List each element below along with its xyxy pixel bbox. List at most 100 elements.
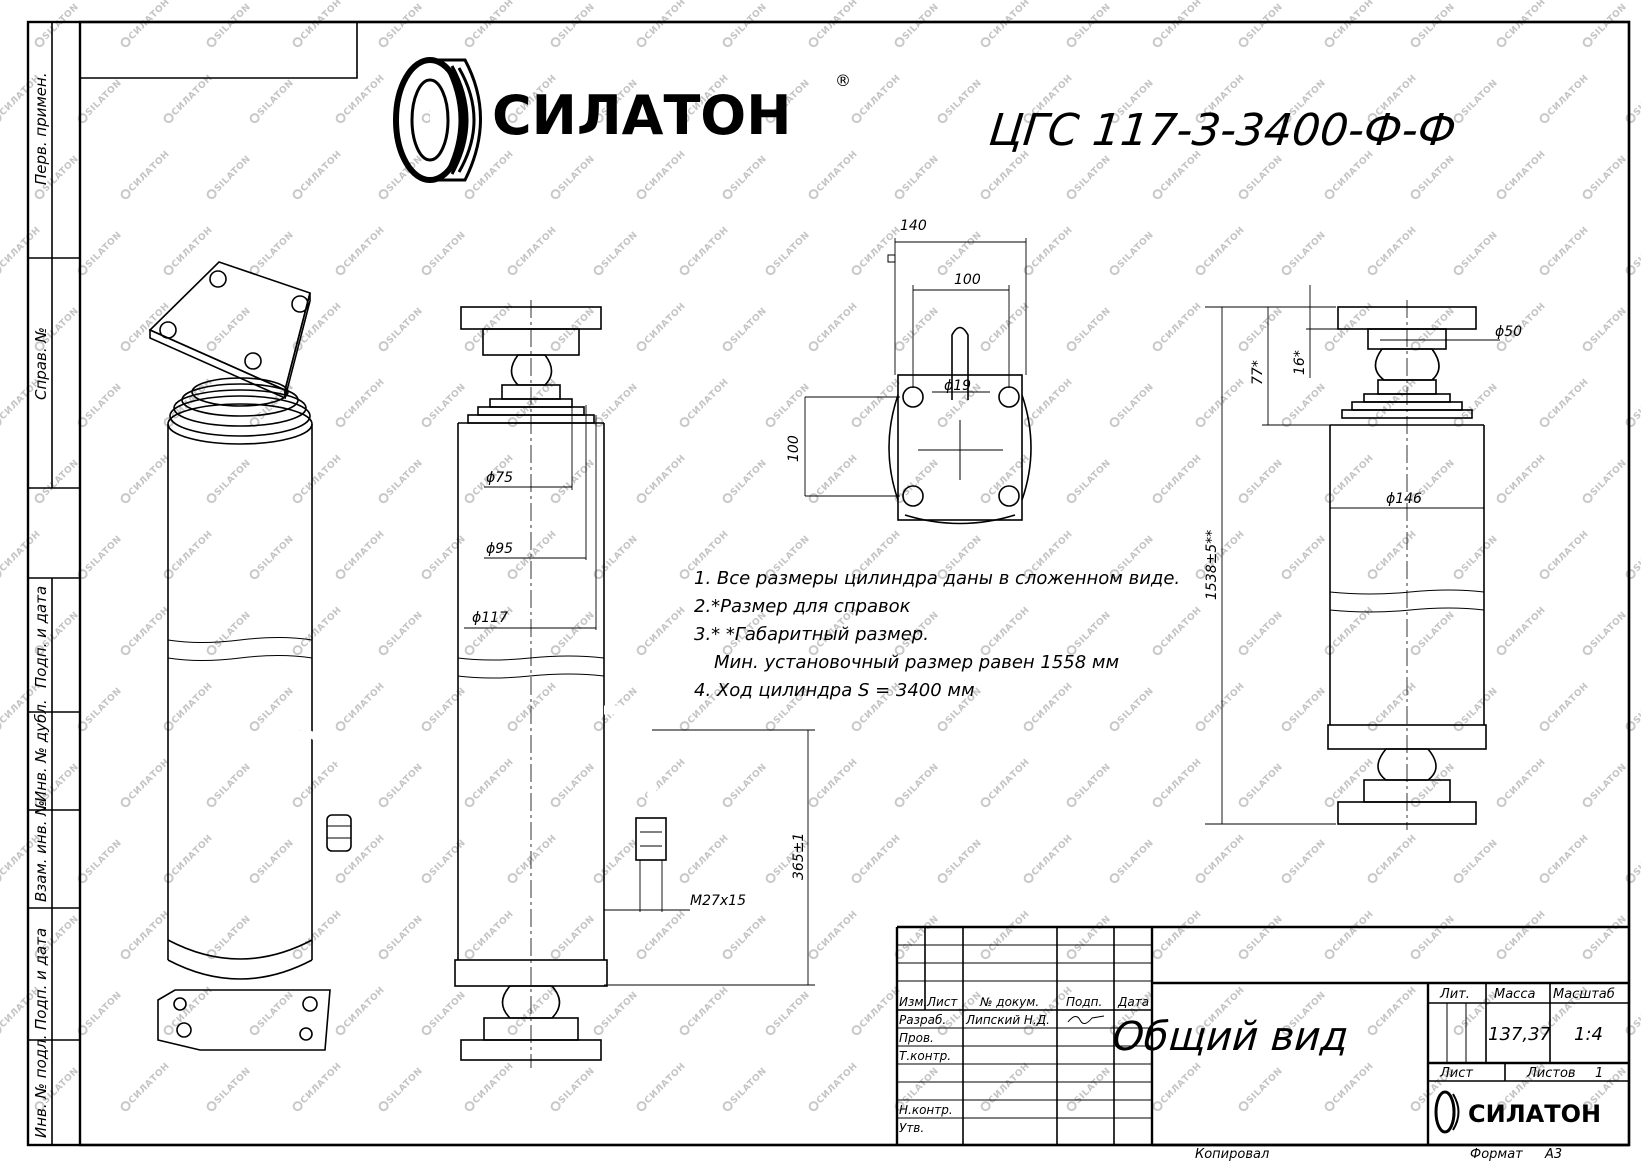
watermark-tire-icon xyxy=(120,645,131,656)
watermark-tire-icon xyxy=(421,721,432,732)
watermark-mark: СИЛАТОН xyxy=(120,149,172,200)
watermark-tire-icon xyxy=(292,797,303,808)
watermark-mark: СИЛАТОН xyxy=(808,301,860,352)
watermark-mark: SILATON xyxy=(77,382,124,428)
watermark-tire-icon xyxy=(507,265,518,276)
watermark-mark: SILATON xyxy=(722,762,769,808)
watermark-tire-icon xyxy=(1281,1025,1292,1036)
watermark-tire-icon xyxy=(808,949,819,960)
watermark-text: SILATON xyxy=(385,610,425,650)
watermark-tire-icon xyxy=(808,341,819,352)
watermark-tire-icon xyxy=(593,1025,604,1036)
watermark-text: СИЛАТОН xyxy=(1374,225,1419,270)
watermark-mark: SILATON xyxy=(206,762,253,808)
tb-header-doc-no: № докум. xyxy=(979,995,1039,1009)
watermark-mark: SILATON xyxy=(1625,78,1641,124)
front-view-dimension-text: ϕ75 ϕ95 ϕ117 M27x15 365±1 xyxy=(472,470,807,909)
watermark-text: СИЛАТОН xyxy=(1202,377,1247,422)
watermark-mark: SILATON xyxy=(937,230,984,276)
watermark-text: СИЛАТОН xyxy=(514,985,559,1030)
watermark-tire-icon xyxy=(1367,569,1378,580)
watermark-text: СИЛАТОН xyxy=(1030,833,1075,878)
watermark-text: СИЛАТОН xyxy=(815,453,860,498)
watermark-tire-icon xyxy=(120,949,131,960)
watermark-mark: СИЛАТОН xyxy=(335,681,387,732)
watermark-mark: СИЛАТОН xyxy=(507,225,559,276)
margin-label-podp-data-1: Подп. и дата xyxy=(32,586,50,688)
watermark-mark: SILATON xyxy=(249,230,296,276)
watermark-mark: SILATON xyxy=(1238,2,1285,48)
watermark-text: СИЛАТОН xyxy=(686,833,731,878)
watermark-tire-icon xyxy=(679,265,690,276)
watermark-text: SILATON xyxy=(1245,610,1285,650)
watermark-tire-icon xyxy=(851,417,862,428)
watermark-tire-icon xyxy=(1496,37,1507,48)
watermark-text: СИЛАТОН xyxy=(0,529,43,574)
watermark-tire-icon xyxy=(507,113,518,124)
watermark-tire-icon xyxy=(335,113,346,124)
cylinder-top-view xyxy=(804,238,1032,525)
watermark-tire-icon xyxy=(1066,797,1077,808)
watermark-mark: SILATON xyxy=(77,534,124,580)
watermark-mark: СИЛАТОН xyxy=(679,833,731,884)
watermark-tire-icon xyxy=(937,721,948,732)
watermark-tire-icon xyxy=(1066,493,1077,504)
note-3: 3.* *Габаритный размер. xyxy=(694,624,929,645)
watermark-tire-icon xyxy=(1410,645,1421,656)
watermark-text: СИЛАТОН xyxy=(1374,681,1419,726)
watermark-text: SILATON xyxy=(1116,838,1156,878)
watermark-tire-icon xyxy=(1410,797,1421,808)
watermark-tire-icon xyxy=(421,569,432,580)
watermark-mark: СИЛАТОН xyxy=(636,909,688,960)
watermark-tire-icon xyxy=(1109,721,1120,732)
watermark-mark: SILATON xyxy=(1582,914,1629,960)
watermark-text: СИЛАТОН xyxy=(1159,757,1204,802)
watermark-tire-icon xyxy=(378,949,389,960)
watermark-mark: СИЛАТОН xyxy=(1367,225,1419,276)
watermark-text: СИЛАТОН xyxy=(342,681,387,726)
watermark-text: SILATON xyxy=(1245,1066,1285,1106)
watermark-tire-icon xyxy=(1152,949,1163,960)
watermark-text: СИЛАТОН xyxy=(471,909,516,954)
watermark-text: SILATON xyxy=(428,382,468,422)
watermark-mark: СИЛАТОН xyxy=(1023,377,1075,428)
tb-role-nkontr: Н.контр. xyxy=(899,1103,953,1117)
watermark-mark: SILATON xyxy=(722,2,769,48)
watermark-mark: SILATON xyxy=(1582,2,1629,48)
watermark-mark: SILATON xyxy=(421,534,468,580)
watermark-tire-icon xyxy=(636,189,647,200)
watermark-tire-icon xyxy=(1496,797,1507,808)
watermark-tire-icon xyxy=(464,949,475,960)
watermark-mark: SILATON xyxy=(937,78,984,124)
watermark-text: SILATON xyxy=(213,914,253,954)
watermark-mark: СИЛАТОН xyxy=(1324,149,1376,200)
watermark-mark: SILATON xyxy=(1109,230,1156,276)
watermark-tire-icon xyxy=(378,341,389,352)
watermark-mark: СИЛАТОН xyxy=(464,757,516,808)
watermark-mark: СИЛАТОН xyxy=(292,0,344,48)
watermark-text: SILATON xyxy=(557,458,597,498)
watermark-tire-icon xyxy=(894,37,905,48)
watermark-tire-icon xyxy=(120,341,131,352)
watermark-tire-icon xyxy=(1152,189,1163,200)
watermark-tire-icon xyxy=(980,797,991,808)
watermark-tire-icon xyxy=(1195,721,1206,732)
watermark-mark: СИЛАТОН xyxy=(335,73,387,124)
watermark-mark: СИЛАТОН xyxy=(507,681,559,732)
watermark-text: SILATON xyxy=(1245,914,1285,954)
watermark-tire-icon xyxy=(636,797,647,808)
watermark-tire-icon xyxy=(550,797,561,808)
watermark-tire-icon xyxy=(851,569,862,580)
watermark-tire-icon xyxy=(1023,721,1034,732)
watermark-text: SILATON xyxy=(901,762,941,802)
watermark-text: SILATON xyxy=(385,762,425,802)
watermark-mark: СИЛАТОН xyxy=(1496,909,1548,960)
watermark-tire-icon xyxy=(464,189,475,200)
brand-logo: СИЛАТОН ® xyxy=(393,57,851,183)
watermark-text: СИЛАТОН xyxy=(858,225,903,270)
watermark-tire-icon xyxy=(378,797,389,808)
watermark-tire-icon xyxy=(722,949,733,960)
watermark-text: СИЛАТОН xyxy=(1030,377,1075,422)
watermark-tire-icon xyxy=(507,1025,518,1036)
watermark-text: СИЛАТОН xyxy=(1374,833,1419,878)
